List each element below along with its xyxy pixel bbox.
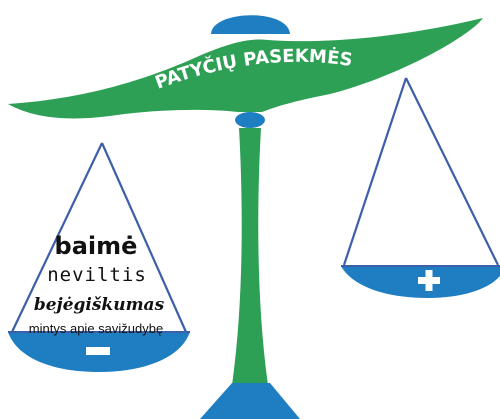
left-pan-item-helplessness: bejėgiškumas	[33, 295, 165, 315]
left-chain-outer	[11, 142, 103, 333]
left-pan-item-suicidal-thoughts: mintys apie savižudybę	[28, 321, 164, 336]
minus-sign-icon	[86, 347, 110, 355]
left-pan-item-fear: baimė	[54, 232, 138, 260]
top-knob	[211, 15, 290, 34]
right-chain-inner	[405, 77, 499, 266]
left-chain-inner	[100, 142, 188, 333]
scale-column	[232, 128, 268, 385]
scale-base	[200, 383, 300, 419]
plus-sign-icon	[418, 270, 440, 291]
pivot-oval	[235, 112, 265, 128]
left-pan-item-despair: neviltis	[47, 264, 147, 286]
scale-beam	[8, 18, 483, 119]
right-chain-outer	[342, 77, 408, 266]
